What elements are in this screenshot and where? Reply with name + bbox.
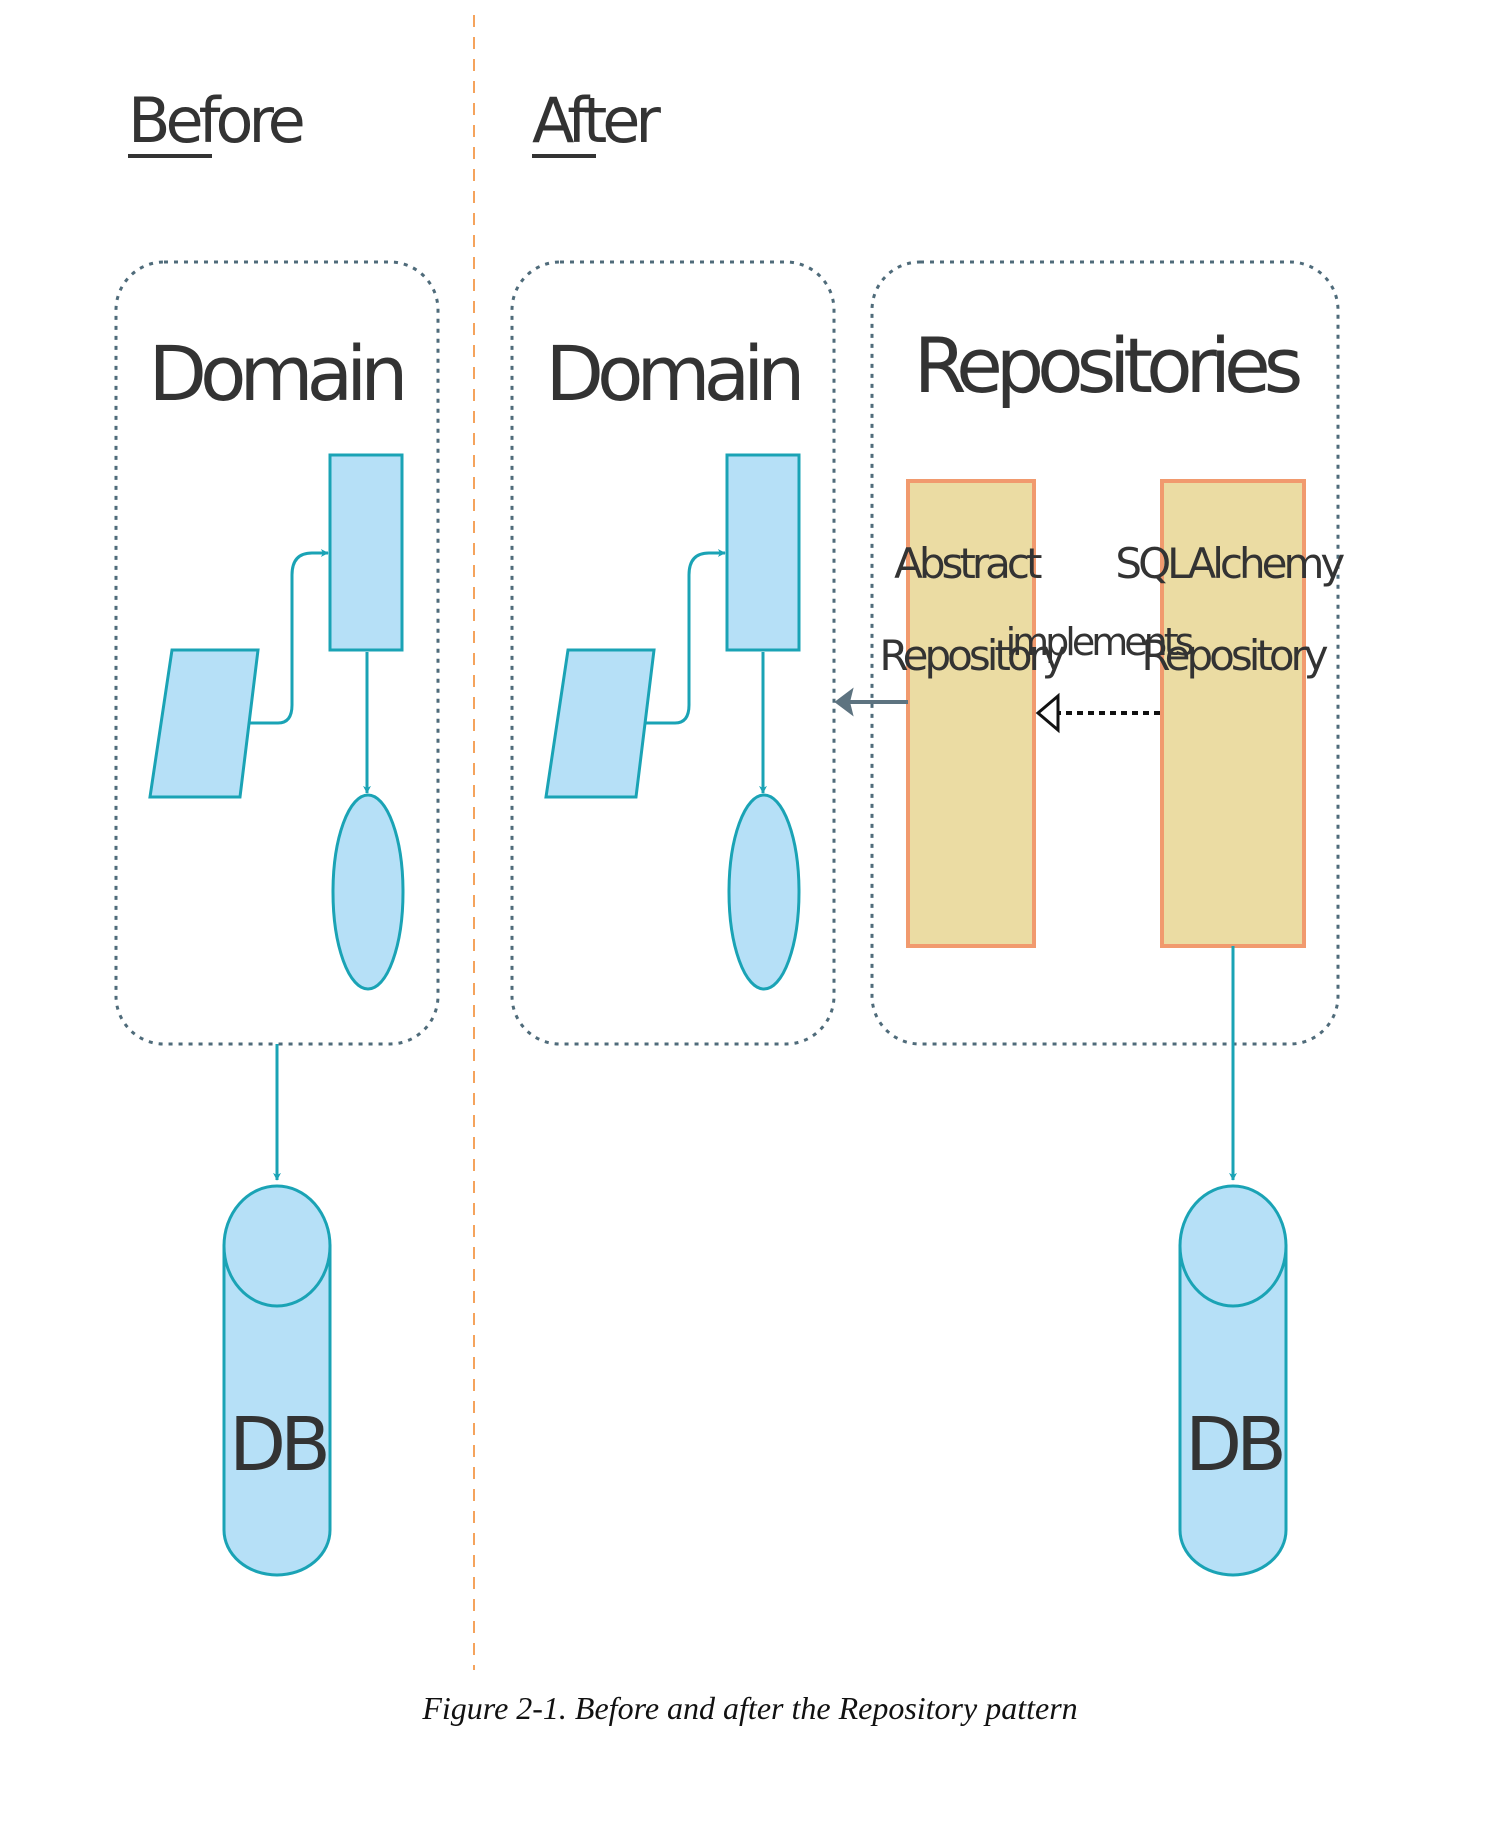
svg-text:Abstract Repository: Abstract Repository <box>879 539 1065 680</box>
after-heading: After <box>532 84 661 157</box>
repositories-box: Repositories Abstract Repository SQLAlch… <box>870 260 1350 1046</box>
before-heading: Before <box>128 84 303 157</box>
domain-ellipse-shape <box>331 793 405 991</box>
domain-box-before: Domain <box>114 260 440 1046</box>
implements-label: implements <box>1006 620 1193 664</box>
database-after: DB <box>1178 1184 1288 1577</box>
domain-link-arrow <box>250 549 329 725</box>
sqlalchemy-repository-box: SQLAlchemy Repository <box>1115 479 1350 948</box>
domain-box-after: Domain <box>510 260 836 1046</box>
domain-link-arrow <box>646 549 726 725</box>
abstract-repository-label-line-2: Repository <box>879 631 1065 680</box>
repositories-title: Repositories <box>914 321 1300 410</box>
domain-rectangle-shape <box>328 453 404 652</box>
abstract-repository-label-line-1: Abstract <box>894 539 1042 588</box>
database-label-after: DB <box>1185 1402 1282 1488</box>
database-label-before: DB <box>229 1402 326 1488</box>
sqlalchemy-repository-label-line-1: SQLAlchemy <box>1115 539 1344 588</box>
abstract-repository-box: Abstract Repository <box>879 479 1070 948</box>
domain-title-after: Domain <box>546 329 800 418</box>
domain-rectangle-shape <box>725 453 801 652</box>
implements-arrow <box>1035 692 1160 734</box>
domain-title-before: Domain <box>149 329 403 418</box>
database-before: DB <box>222 1184 332 1577</box>
domain-parallelogram-shape <box>148 648 260 799</box>
domain-ellipse-shape <box>727 793 801 991</box>
sqlalchemy-repository-label-line-2: Repository <box>1141 631 1327 680</box>
dependency-arrow <box>834 687 908 717</box>
domain-parallelogram-shape <box>544 648 656 799</box>
figure-caption: Figure 2-1. Before and after the Reposit… <box>422 1690 1078 1726</box>
svg-text:SQLAlchemy Repository: SQLAlchemy Repository <box>1115 539 1350 680</box>
